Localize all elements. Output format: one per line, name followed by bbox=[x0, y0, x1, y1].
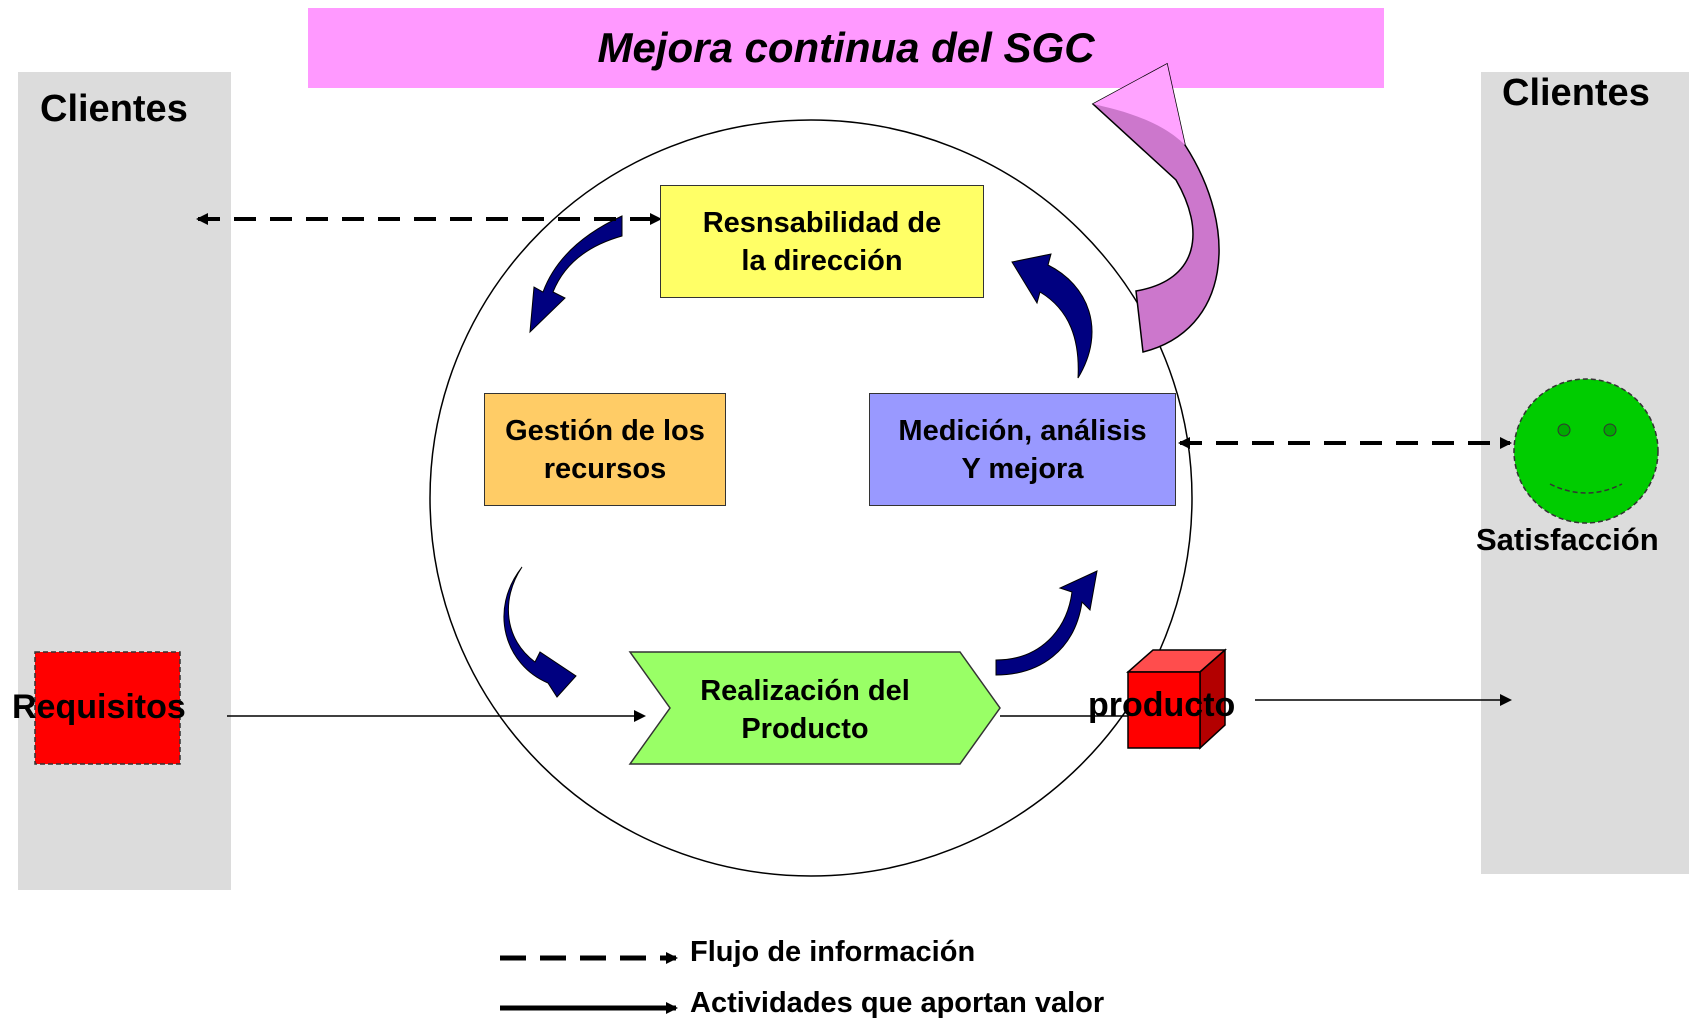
realization-label-wrap: Realización del Producto bbox=[660, 672, 950, 748]
legend-value-activities: Actividades que aportan valor bbox=[690, 987, 1105, 1019]
right-clients-title: Clientes bbox=[1502, 72, 1650, 114]
improvement-banner: Mejora continua del SGC bbox=[308, 8, 1384, 88]
resource-management-box: Gestión de los recursos bbox=[484, 393, 726, 506]
resources-label: Gestión de los recursos bbox=[505, 414, 705, 485]
requirements-box bbox=[34, 651, 181, 765]
requirements-label: Requisitos bbox=[12, 688, 186, 726]
realization-chevron bbox=[628, 651, 1001, 765]
cycle-arrow-bottom-left bbox=[503, 566, 577, 698]
product-label: producto bbox=[1088, 686, 1236, 724]
banner-title: Mejora continua del SGC bbox=[597, 24, 1095, 71]
cycle-arrow-bottom-right bbox=[995, 570, 1098, 676]
product-cube bbox=[1126, 648, 1227, 750]
improvement-arrow-head bbox=[1093, 64, 1185, 145]
cycle-arrow-top-left bbox=[529, 215, 623, 334]
process-cycle-circle bbox=[429, 119, 1193, 877]
left-clients-title: Clientes bbox=[40, 88, 188, 130]
cycle-arrow-top-right bbox=[1011, 253, 1093, 379]
measurement-label: Medición, análisis Y mejora bbox=[898, 414, 1147, 485]
management-responsibility-box: Resnsabilidad de la dirección bbox=[660, 185, 984, 298]
management-label: Resnsabilidad de la dirección bbox=[702, 206, 942, 277]
satisfaction-label: Satisfacción bbox=[1476, 522, 1659, 557]
measurement-analysis-box: Medición, análisis Y mejora bbox=[869, 393, 1176, 506]
smiley-face bbox=[1513, 378, 1659, 524]
realization-label: Realización del Producto bbox=[700, 675, 910, 745]
legend-information-flow: Flujo de información bbox=[690, 936, 976, 968]
